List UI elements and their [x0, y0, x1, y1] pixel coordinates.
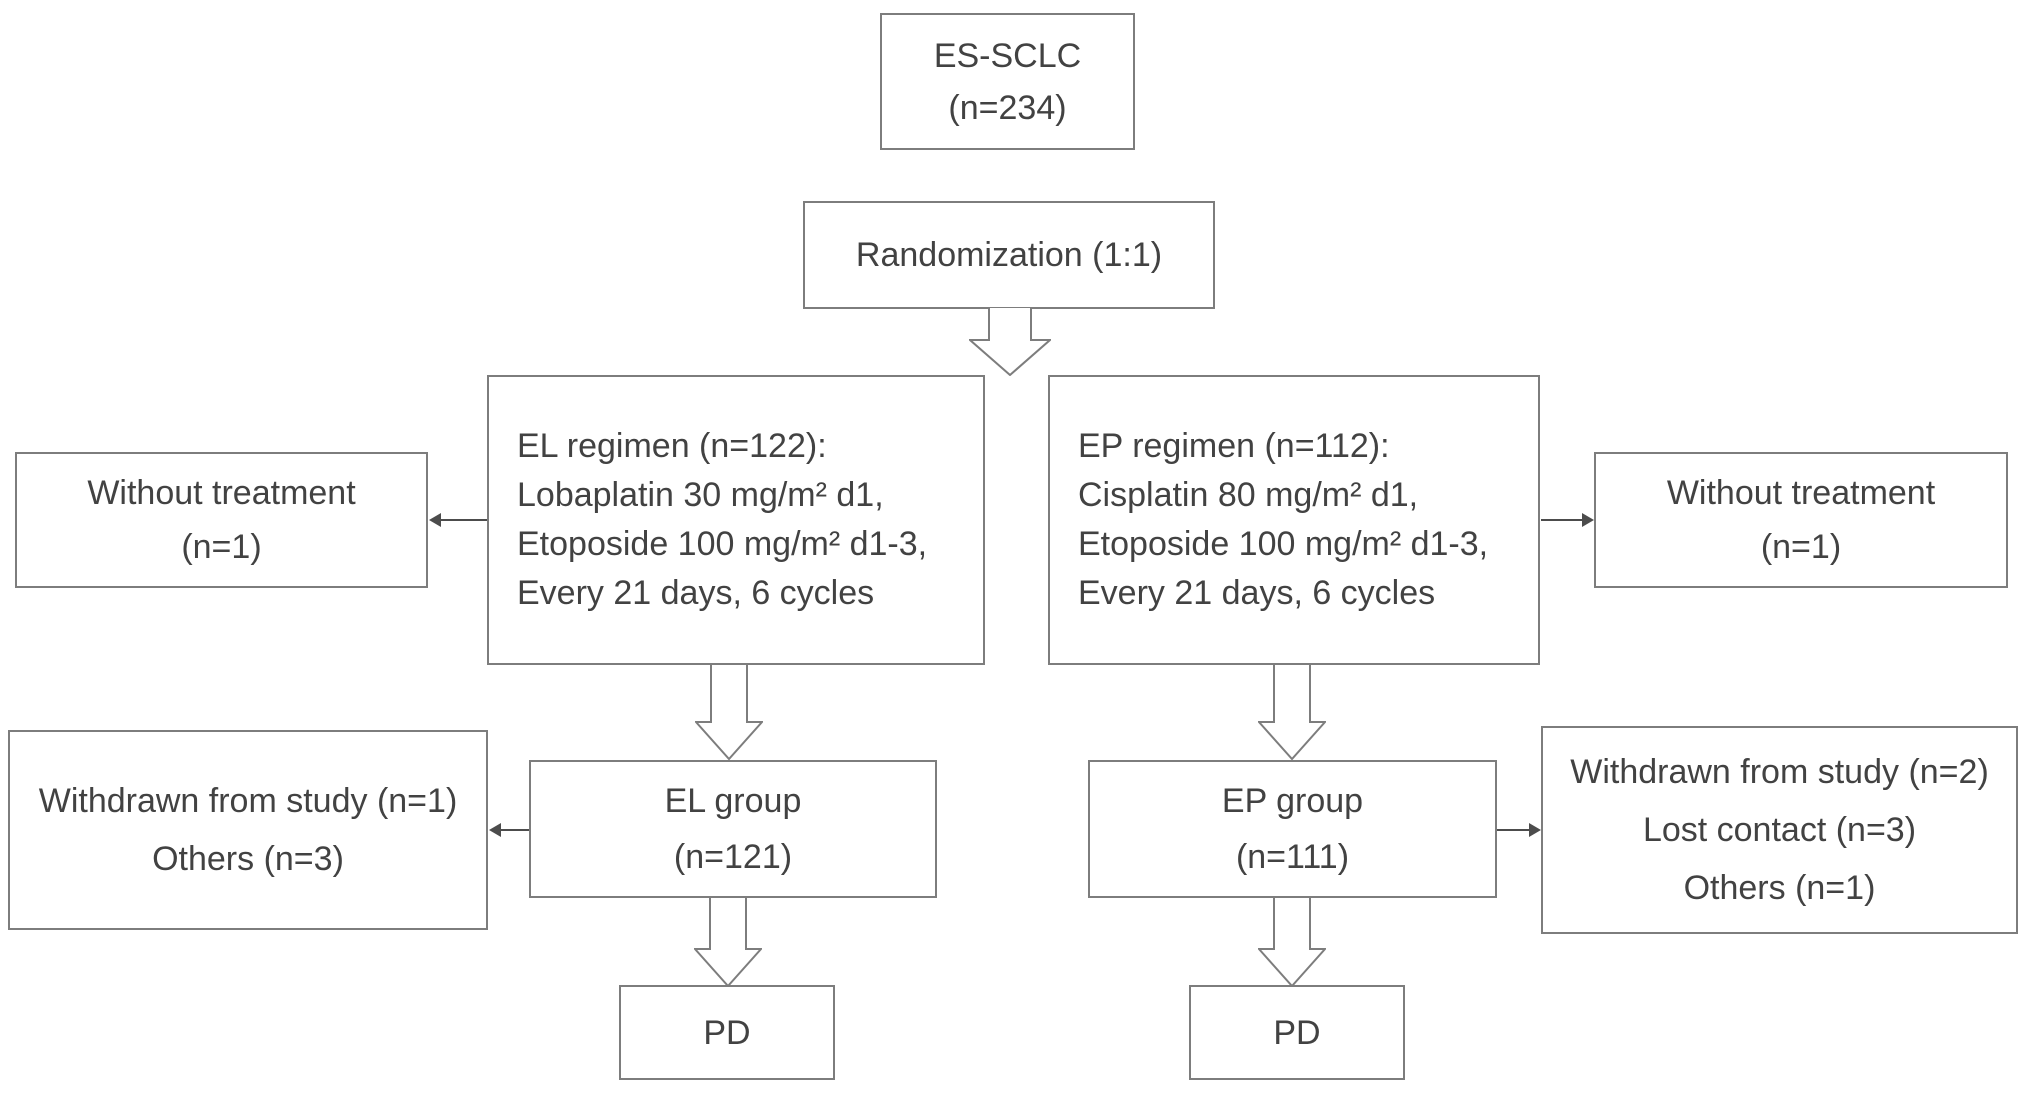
node-text: (n=121)	[673, 838, 793, 876]
ep-group-down-arrow	[1258, 897, 1326, 987]
node-text: Etoposide 100 mg/m² d1-3,	[517, 525, 928, 563]
node-text: PD	[703, 1013, 751, 1052]
ep-regimen-box: EP regimen (n=112): Cisplatin 80 mg/m² d…	[1048, 375, 1540, 665]
ep-withdrawn-arrow	[1497, 823, 1541, 837]
el-group-box: EL group (n=121)	[529, 760, 937, 898]
node-text: EL regimen (n=122):	[517, 427, 827, 465]
node-text: Every 21 days, 6 cycles	[1078, 574, 1436, 612]
node-text: Withdrawn from study (n=1)	[38, 782, 458, 820]
ep-regimen-down-arrow	[1258, 664, 1326, 760]
el-withdrawn-arrow	[489, 823, 529, 837]
node-text: Withdrawn from study (n=2)	[1570, 753, 1989, 791]
node-text: (n=1)	[181, 528, 262, 566]
node-text: EP regimen (n=112):	[1078, 427, 1390, 465]
node-text: EP group	[1221, 782, 1364, 820]
node-text: Cisplatin 80 mg/m² d1,	[1078, 476, 1419, 514]
node-text: ES-SCLC	[933, 36, 1082, 75]
es-sclc-box: ES-SCLC (n=234)	[880, 13, 1135, 150]
ep-pd-box: PD	[1189, 985, 1405, 1080]
node-text: (n=111)	[1235, 838, 1350, 876]
el-withdrawn-box: Withdrawn from study (n=1) Others (n=3)	[8, 730, 488, 930]
node-text: (n=1)	[1760, 528, 1842, 566]
node-text: Etoposide 100 mg/m² d1-3,	[1078, 525, 1489, 563]
node-text: Others (n=1)	[1683, 869, 1876, 907]
el-without-treatment-arrow	[429, 513, 487, 527]
node-text: PD	[1273, 1013, 1321, 1052]
ep-withdrawn-box: Withdrawn from study (n=2) Lost contact …	[1541, 726, 2018, 934]
node-text: Without treatment	[1666, 474, 1936, 512]
el-group-down-arrow	[694, 897, 762, 987]
el-regimen-box: EL regimen (n=122): Lobaplatin 30 mg/m² …	[487, 375, 985, 665]
node-text: Randomization (1:1)	[855, 236, 1163, 274]
node-text: Every 21 days, 6 cycles	[517, 574, 875, 612]
el-regimen-down-arrow	[695, 664, 763, 760]
node-text: Lobaplatin 30 mg/m² d1,	[517, 476, 884, 514]
node-text: Lost contact (n=3)	[1642, 811, 1917, 849]
node-text: Without treatment	[87, 474, 356, 512]
randomization-box: Randomization (1:1)	[803, 201, 1215, 309]
el-without-treatment-box: Without treatment (n=1)	[15, 452, 428, 588]
el-pd-box: PD	[619, 985, 835, 1080]
node-text: EL group	[664, 782, 802, 820]
node-text: (n=234)	[948, 88, 1067, 127]
ep-group-box: EP group (n=111)	[1088, 760, 1497, 898]
node-text: Others (n=3)	[152, 840, 344, 878]
randomization-down-arrow	[969, 307, 1051, 376]
ep-without-treatment-arrow	[1541, 513, 1594, 527]
ep-without-treatment-box: Without treatment (n=1)	[1594, 452, 2008, 588]
